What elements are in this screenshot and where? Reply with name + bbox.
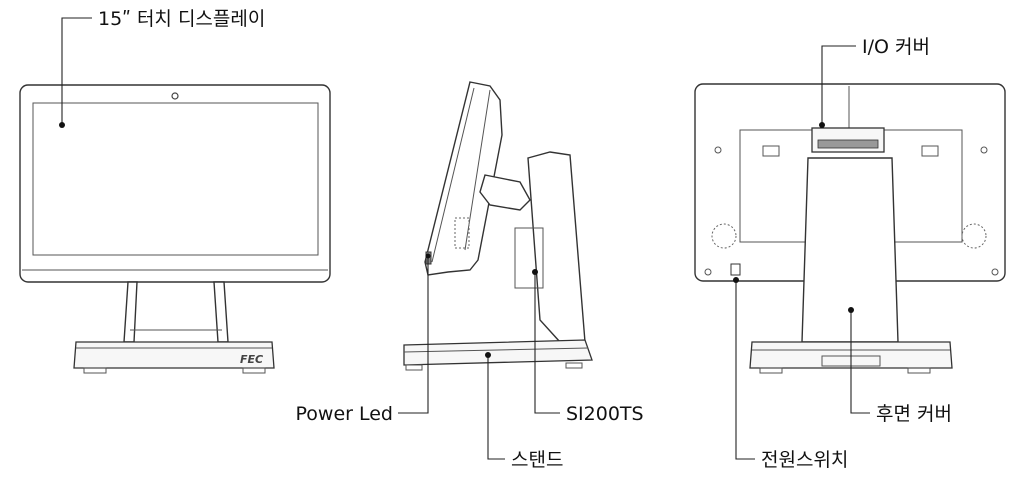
side-display-panel — [424, 81, 503, 276]
display-label: 15ʺ 터치 디스플레이 — [98, 8, 265, 30]
rear-cover-label: 후면 커버 — [876, 403, 952, 425]
side-base — [403, 339, 593, 366]
front-view: FEC — [19, 84, 331, 374]
side-label-plate — [514, 227, 544, 289]
brand-logo: FEC — [240, 353, 263, 366]
callouts — [59, 17, 870, 460]
stand-label: 스탠드 — [511, 449, 563, 471]
side-stand-column — [527, 151, 586, 343]
side-speaker — [454, 217, 470, 249]
io-cover-label: I/O 커버 — [862, 36, 930, 58]
rear-view — [694, 83, 1006, 374]
model-label: SI200TS — [566, 403, 644, 425]
rear-speaker-right — [961, 223, 987, 249]
rear-speaker-left — [711, 223, 737, 249]
power-switch-label: 전원스위치 — [761, 449, 848, 471]
front-stand-post-left — [123, 281, 138, 343]
power-led-label: Power Led — [296, 403, 394, 425]
power-switch — [730, 263, 741, 276]
front-display-screen — [32, 102, 319, 256]
front-stand-post-right — [213, 281, 229, 343]
front-display-bezel — [19, 84, 331, 283]
side-view — [403, 81, 593, 371]
side-hinge-arm — [479, 174, 531, 211]
rear-stand-cover — [801, 157, 899, 343]
camera-icon — [171, 92, 179, 100]
